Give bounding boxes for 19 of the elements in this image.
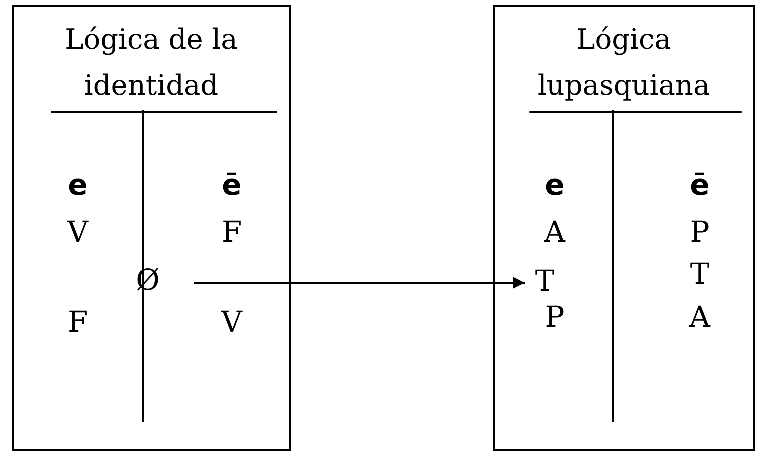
panel-title: Lógica lupasquiana: [536, 22, 712, 104]
table-symbol: V: [222, 305, 242, 339]
table-symbol: P: [545, 300, 565, 334]
table-symbol: F: [222, 215, 242, 249]
table-symbol: A: [544, 215, 566, 249]
table-symbol: P: [690, 215, 710, 249]
panel-title: Lógica de la identidad: [64, 22, 239, 104]
table-symbol: ē: [222, 168, 242, 202]
panel-box: [493, 5, 755, 451]
table-symbol: V: [68, 215, 88, 249]
table-symbol: T: [529, 264, 561, 300]
table-symbol: A: [690, 300, 710, 334]
table-symbol: F: [68, 305, 88, 339]
arrow: [194, 277, 525, 289]
table-symbol: T: [690, 257, 710, 291]
panel-box: [12, 5, 291, 451]
table-symbol: e: [68, 168, 88, 202]
table-symbol: e: [545, 168, 565, 202]
table-symbol: ē: [690, 168, 710, 202]
